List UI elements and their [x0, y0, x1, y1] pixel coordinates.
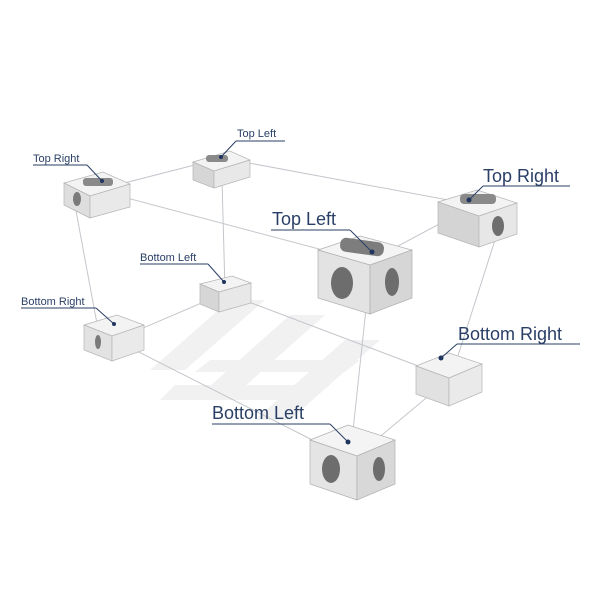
- callout-large-top-right: Top Right: [466, 166, 570, 203]
- callout-large-bottom-right: Bottom Right: [438, 324, 580, 361]
- callout-large-bottom-left: Bottom Left: [212, 403, 351, 445]
- label-large-bottom-right: Bottom Right: [458, 324, 562, 344]
- callout-small-bottom-right: Bottom Right: [21, 296, 116, 326]
- label-large-top-right: Top Right: [483, 166, 559, 186]
- casting-large-top-left: [316, 235, 414, 315]
- label-small-top-left: Top Left: [237, 128, 276, 140]
- callout-small-bottom-left: Bottom Left: [140, 252, 226, 284]
- casting-large-top-right: [436, 189, 519, 248]
- casting-small-top-right: [63, 171, 132, 219]
- label-small-top-right: Top Right: [33, 153, 79, 165]
- callout-small-top-left: Top Left: [219, 128, 285, 159]
- label-large-top-left: Top Left: [272, 209, 336, 229]
- callout-small-top-right: Top Right: [33, 153, 104, 183]
- casting-large-bottom-left: [308, 424, 397, 501]
- casting-small-bottom-right: [82, 314, 146, 362]
- callout-large-top-left: Top Left: [271, 209, 375, 255]
- casting-large-bottom-right: [415, 352, 483, 407]
- casting-small-top-left: [191, 150, 251, 189]
- label-small-bottom-left: Bottom Left: [140, 252, 196, 264]
- floor-stripes: [150, 300, 380, 420]
- label-large-bottom-left: Bottom Left: [212, 403, 304, 423]
- label-small-bottom-right: Bottom Right: [21, 296, 85, 308]
